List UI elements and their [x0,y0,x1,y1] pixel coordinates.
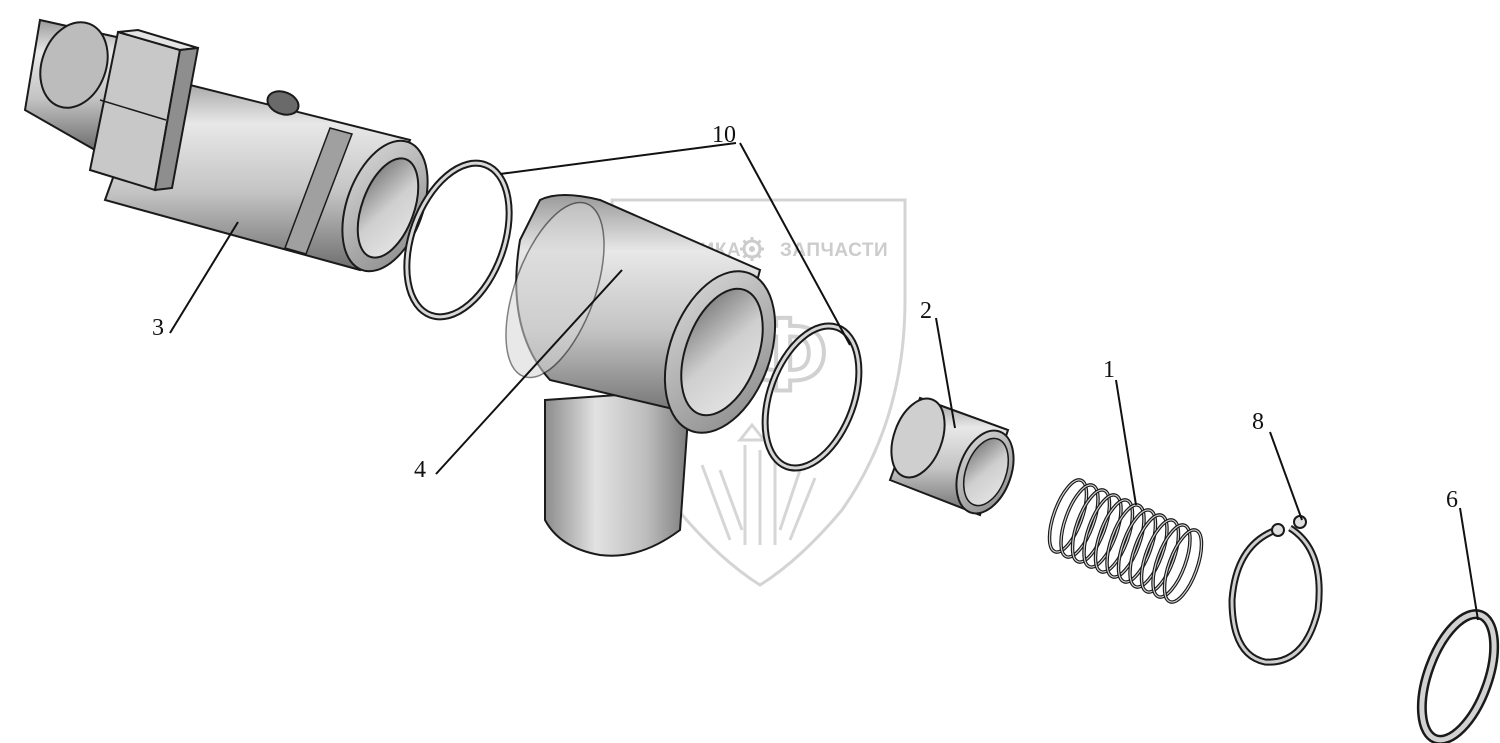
spring-coil-highlight [1106,504,1145,578]
wheat-emblem [700,422,817,545]
part-1-spring [1047,478,1204,604]
spring-coil-highlight [1163,529,1203,603]
callout-part-6: 6 [1446,487,1458,513]
callout-part-8: 8 [1252,409,1264,435]
part-10-oring-b [761,322,863,472]
leader-part-10a [499,142,737,175]
leader-part-8 [1269,431,1303,521]
callout-part-10: 10 [712,122,736,148]
leader-part-1 [1115,379,1137,506]
callout-part-4: 4 [414,457,426,483]
part-3-union [23,18,429,273]
part-2-bushing [888,396,1015,517]
leader-part-2 [935,317,956,429]
spring-coil-highlight [1094,499,1134,573]
leader-part-3 [169,221,239,334]
spring-coil-highlight [1060,484,1099,558]
spring-coil-highlight [1048,479,1088,553]
spring-coil-highlight [1152,524,1191,598]
leader-part-6 [1459,507,1479,621]
leader-lines [169,142,1479,621]
spring-coil-highlight [1083,494,1122,568]
part-6-washer [1416,609,1500,743]
part-4-elbow [505,194,777,557]
callout-part-2: 2 [920,298,932,324]
leader-part-10b [739,142,851,346]
callout-part-3: 3 [152,315,164,341]
callouts: 3 10 4 2 1 8 6 [152,122,1458,513]
watermark-word-right: ЗАПЧАСТИ [780,240,888,261]
spring-coil-highlight [1117,509,1157,583]
part-10-oring-a [403,159,513,321]
spring-coil-highlight [1129,514,1168,588]
spring-coil-highlight [1140,519,1180,593]
leader-part-4 [435,269,623,475]
spring-coil-highlight [1071,489,1111,563]
gear-icon [740,237,764,261]
callout-part-1: 1 [1103,357,1115,383]
part-8-retaining-ring [1228,515,1323,666]
